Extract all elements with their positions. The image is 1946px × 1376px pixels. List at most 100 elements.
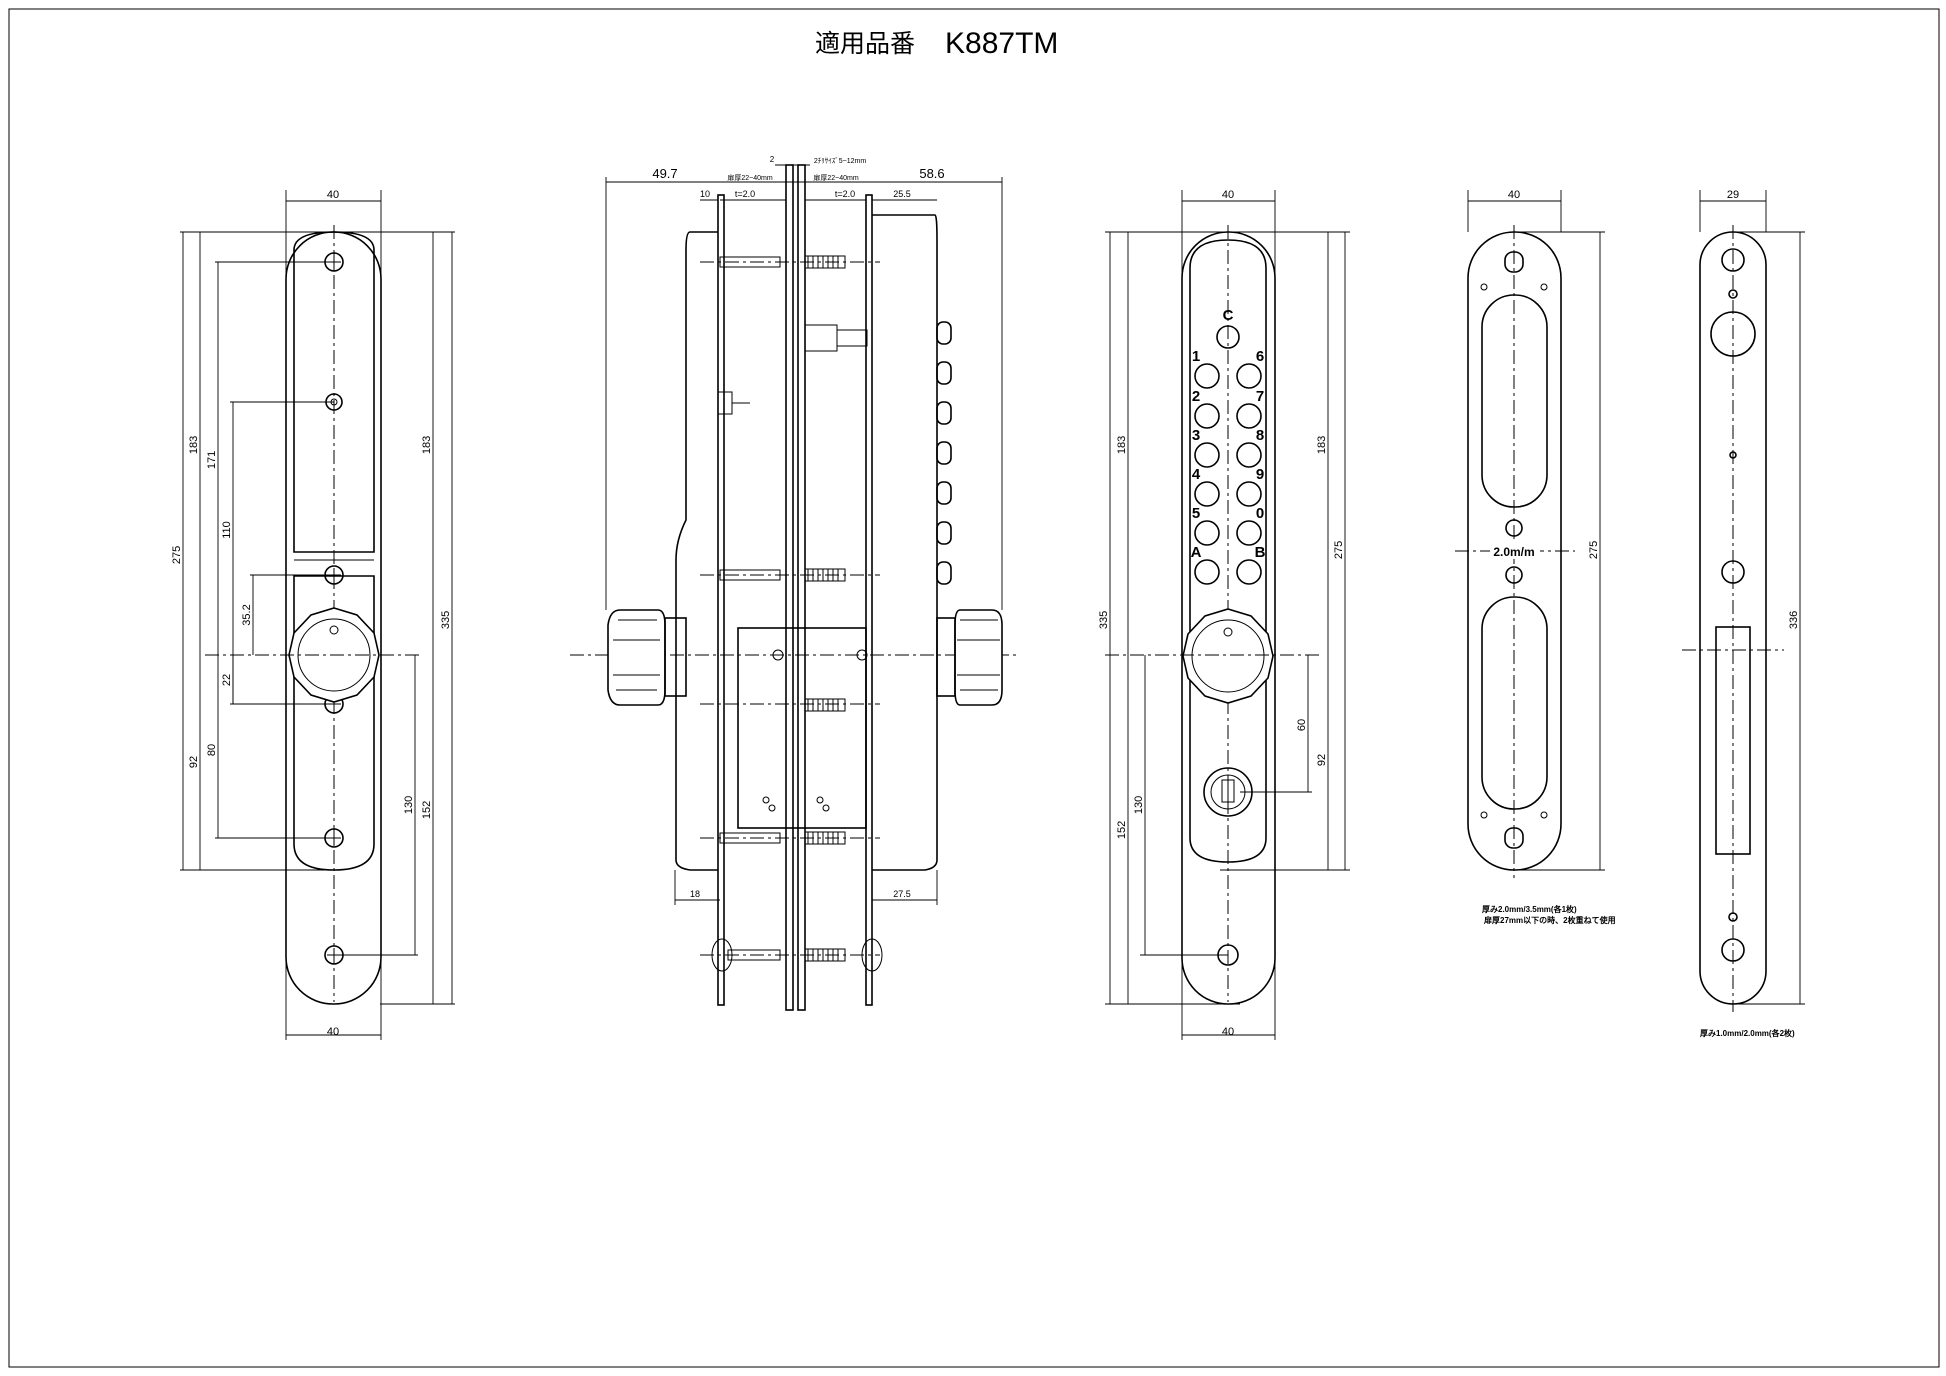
key-7[interactable] — [1236, 403, 1262, 429]
key-label-a: A — [1191, 544, 1202, 561]
front-dim-width-top: 40 — [327, 189, 339, 201]
side-door-right — [797, 164, 806, 1011]
side-dim-275: 27.5 — [893, 889, 911, 899]
side-dim-t-right: t=2.0 — [835, 189, 855, 199]
keypad-buttons — [1194, 325, 1262, 585]
key-label-6: 6 — [1256, 348, 1264, 365]
screw-hole-icon — [1721, 560, 1745, 584]
strike-view: 29 336 厚み1.0mm/2.0mm(各2枚) — [1682, 189, 1805, 1038]
side-dim-18: 18 — [690, 889, 700, 899]
backplate-view: 2.0m/m 40 275 厚み2.0mm/3.5mm(各1枚) 扉厚27mm以… — [1455, 189, 1616, 925]
side-dim-door-left: 扉厚22~40mm — [727, 173, 772, 182]
screw-hole-icon — [1504, 251, 1524, 273]
screw-hole-icon — [1728, 289, 1738, 299]
side-dimensions — [605, 164, 1003, 905]
knob-icon — [205, 607, 420, 703]
key-label-4: 4 — [1192, 466, 1201, 483]
keypad-view: C 1 6 2 7 3 8 4 9 5 0 A B — [1098, 189, 1350, 1040]
keypad-dim-335: 335 — [1098, 611, 1110, 629]
front-dim-80: 80 — [206, 744, 218, 756]
strike-dim-width: 29 — [1727, 189, 1739, 201]
side-plate-left — [717, 194, 725, 1006]
key-label-3: 3 — [1192, 427, 1200, 444]
keypad-dim-275: 275 — [1333, 541, 1345, 559]
backplate-thickness-label: 2.0m/m — [1493, 545, 1534, 559]
side-plate-right — [865, 194, 873, 1006]
backplate-note-1: 厚み2.0mm/3.5mm(各1枚) — [1482, 904, 1577, 914]
side-body-right — [872, 214, 938, 871]
keypad-dim-width-bottom: 40 — [1222, 1026, 1234, 1038]
keypad-cover — [1189, 239, 1267, 863]
front-dim-183-left: 183 — [188, 436, 200, 454]
backplate-dim-width: 40 — [1508, 189, 1520, 201]
key-1[interactable] — [1194, 363, 1220, 389]
knob-icon — [936, 609, 1003, 706]
front-dim-352: 35.2 — [241, 604, 253, 625]
screw-hole-icon — [1505, 566, 1523, 584]
key-6[interactable] — [1236, 363, 1262, 389]
side-body-left — [675, 231, 718, 871]
key-label-2: 2 — [1192, 388, 1200, 405]
backplate-dim-275: 275 — [1588, 541, 1600, 559]
key-9[interactable] — [1236, 481, 1262, 507]
side-dim-586: 58.6 — [919, 166, 944, 181]
strike-hole-icon — [1710, 311, 1756, 357]
screw-hole-icon — [1504, 827, 1524, 849]
front-dim-110: 110 — [221, 521, 233, 539]
backplate-note-2: 扉厚27mm以下の時、2枚重ねて使用 — [1483, 915, 1616, 925]
keypad-dim-width-top: 40 — [1222, 189, 1234, 201]
key-label-5: 5 — [1192, 505, 1200, 522]
side-dim-497: 49.7 — [652, 166, 677, 181]
strike-dim-336: 336 — [1788, 611, 1800, 629]
key-label-0: 0 — [1256, 505, 1264, 522]
key-8[interactable] — [1236, 442, 1262, 468]
title-label: 適用品番 — [815, 30, 915, 58]
screw-hole-icon — [1721, 938, 1745, 962]
keypad-dim-92: 92 — [1316, 754, 1328, 766]
front-dim-130: 130 — [403, 796, 415, 814]
side-dim-t-left: t=2.0 — [735, 189, 755, 199]
side-buttons — [936, 321, 952, 585]
key-a[interactable] — [1194, 559, 1220, 585]
key-5[interactable] — [1194, 520, 1220, 546]
title-model: K887TM — [945, 27, 1058, 60]
key-label-8: 8 — [1256, 427, 1264, 444]
keypad-dim-60: 60 — [1296, 719, 1308, 731]
key-c[interactable] — [1216, 325, 1240, 349]
key-3[interactable] — [1194, 442, 1220, 468]
side-bolts — [700, 255, 883, 972]
front-dim-152: 152 — [421, 801, 433, 819]
front-dim-335: 335 — [440, 611, 452, 629]
keypad-dim-183-right: 183 — [1316, 436, 1328, 454]
key-b[interactable] — [1236, 559, 1262, 585]
screw-hole-icon — [1721, 248, 1745, 272]
key-label-b: B — [1255, 544, 1266, 561]
side-dim-door-right: 扉厚22~40mm — [813, 173, 858, 182]
key-label-c: C — [1223, 307, 1234, 324]
front-dim-92: 92 — [188, 756, 200, 768]
front-dim-183-right: 183 — [421, 436, 433, 454]
keypad-dim-152: 152 — [1116, 821, 1128, 839]
side-dim-255: 25.5 — [893, 189, 911, 199]
side-dim-2: 2 — [770, 155, 775, 164]
key-0[interactable] — [1236, 520, 1262, 546]
knob-icon — [1105, 608, 1320, 704]
screw-hole-icon — [1505, 519, 1523, 537]
strike-dimensions — [1699, 190, 1805, 1005]
side-dim-10: 10 — [700, 189, 710, 199]
key-label-1: 1 — [1192, 348, 1200, 365]
strike-latch-opening — [1715, 626, 1751, 855]
keypad-dim-183-left: 183 — [1116, 436, 1128, 454]
knob-icon — [607, 609, 687, 706]
key-label-9: 9 — [1256, 466, 1264, 483]
keypad-dim-130: 130 — [1133, 796, 1145, 814]
key-2[interactable] — [1194, 403, 1220, 429]
key-4[interactable] — [1194, 481, 1220, 507]
key-label-7: 7 — [1256, 388, 1264, 405]
front-dim-275: 275 — [171, 546, 183, 564]
front-dim-width-bottom: 40 — [327, 1026, 339, 1038]
side-view: 49.7 10 t=2.0 扉厚22~40mm 2 2ﾁﾘｻｲｽﾞ5~12mm … — [570, 155, 1020, 1011]
side-dim-gap: 2ﾁﾘｻｲｽﾞ5~12mm — [814, 157, 866, 165]
strike-note: 厚み1.0mm/2.0mm(各2枚) — [1700, 1028, 1795, 1038]
